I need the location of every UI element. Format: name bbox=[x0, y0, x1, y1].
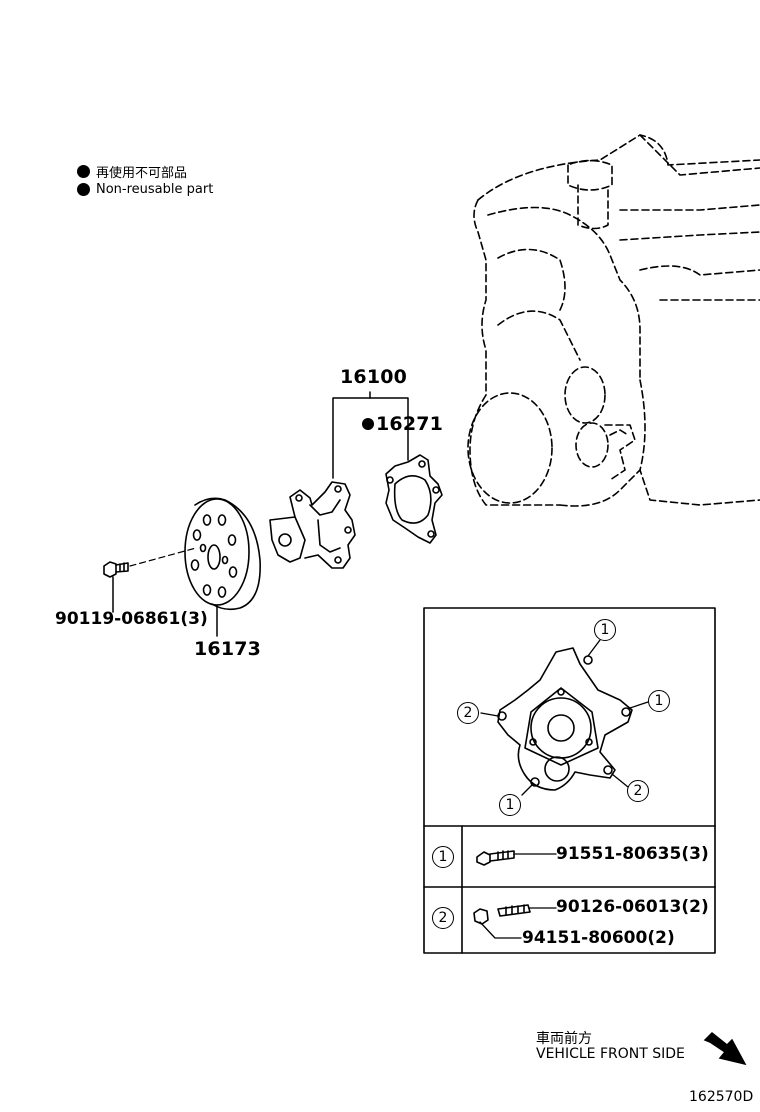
pulley-bolt-drawing bbox=[103, 547, 197, 578]
detail-pump-face bbox=[497, 647, 633, 791]
direction-jp: 車両前方 bbox=[536, 1031, 592, 1047]
part-label-91551[interactable]: 91551-80635(3) bbox=[556, 844, 709, 864]
water-pump-drawing bbox=[269, 481, 356, 569]
pulley-drawing bbox=[184, 497, 261, 611]
part-label-water-pump-assy[interactable]: 16100 bbox=[340, 366, 408, 388]
stud-90126-drawing bbox=[497, 904, 557, 917]
part-label-gasket-group[interactable]: 16271 bbox=[362, 413, 443, 435]
engine-block-outline bbox=[467, 134, 760, 507]
filled-circle-icon bbox=[77, 165, 90, 178]
legend-en: Non-reusable part bbox=[77, 182, 213, 197]
filled-circle-icon bbox=[362, 418, 374, 430]
callout-1-bottom: 1 bbox=[499, 794, 521, 816]
part-label-90126[interactable]: 90126-06013(2) bbox=[556, 897, 709, 917]
part-label-gasket[interactable]: 16271 bbox=[376, 413, 444, 435]
legend-jp: 再使用不可部品 bbox=[77, 162, 187, 181]
callout-1-right: 1 bbox=[648, 690, 670, 712]
callout-1-top: 1 bbox=[594, 619, 616, 641]
direction-en: VEHICLE FRONT SIDE bbox=[536, 1046, 685, 1062]
arrow-down-right-icon bbox=[703, 1031, 747, 1066]
callout-2-right: 2 bbox=[627, 780, 649, 802]
callout-2-left: 2 bbox=[457, 702, 479, 724]
part-label-94151[interactable]: 94151-80600(2) bbox=[522, 928, 675, 948]
filled-circle-icon bbox=[77, 183, 90, 196]
detail-frame bbox=[423, 607, 716, 954]
gasket-drawing bbox=[385, 454, 443, 544]
legend-jp-label: 再使用不可部品 bbox=[96, 166, 188, 181]
nut-94151-drawing bbox=[473, 908, 522, 939]
legend-en-label: Non-reusable part bbox=[96, 182, 214, 197]
part-label-pulley-bolt[interactable]: 90119-06861(3) bbox=[55, 609, 208, 629]
table-key-1: 1 bbox=[432, 846, 454, 868]
table-key-2: 2 bbox=[432, 907, 454, 929]
part-label-pulley[interactable]: 16173 bbox=[194, 638, 262, 660]
illustration-code: 162570D bbox=[689, 1089, 754, 1105]
bolt-91551-drawing bbox=[476, 850, 557, 866]
